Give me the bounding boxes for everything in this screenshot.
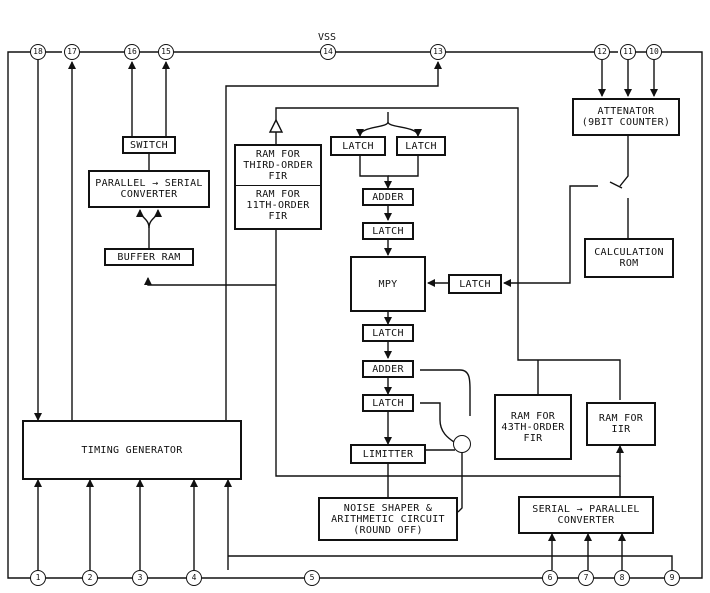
pin-8: 8 (614, 570, 630, 586)
ram-eleventh-order-fir: RAM FOR 11TH-ORDER FIR (246, 189, 310, 222)
ram-fir-block: RAM FOR THIRD-ORDER FIR RAM FOR 11TH-ORD… (234, 144, 322, 230)
pin-11: 11 (620, 44, 636, 60)
ram-third-order-fir: RAM FOR THIRD-ORDER FIR (236, 146, 320, 186)
adder-1: ADDER (362, 188, 414, 206)
buffer-ram-block: BUFFER RAM (104, 248, 194, 266)
pin-10: 10 (646, 44, 662, 60)
pin-5: 5 (304, 570, 320, 586)
vss-label: VSS (318, 32, 337, 43)
parallel-serial-converter: PARALLEL → SERIAL CONVERTER (88, 170, 210, 208)
latch-e: LATCH (362, 394, 414, 412)
adder-2: ADDER (362, 360, 414, 378)
pin-6: 6 (542, 570, 558, 586)
calculation-rom-block: CALCULATION ROM (584, 238, 674, 278)
noise-shaper-block: NOISE SHAPER & ARITHMETIC CIRCUIT (ROUND… (318, 497, 458, 541)
summing-junction (453, 435, 471, 453)
switch-block: SWITCH (122, 136, 176, 154)
limitter-block: LIMITTER (350, 444, 426, 464)
pin-18: 18 (30, 44, 46, 60)
pin-7: 7 (578, 570, 594, 586)
pin-9: 9 (664, 570, 680, 586)
ram-iir-block: RAM FOR IIR (586, 402, 656, 446)
pin-17: 17 (64, 44, 80, 60)
latch-a: LATCH (330, 136, 386, 156)
latch-b: LATCH (396, 136, 446, 156)
pin-4: 4 (186, 570, 202, 586)
pin-2: 2 (82, 570, 98, 586)
pin-3: 3 (132, 570, 148, 586)
pin-13: 13 (430, 44, 446, 60)
ram-43th-order-fir-block: RAM FOR 43TH-ORDER FIR (494, 394, 572, 460)
pin-16: 16 (124, 44, 140, 60)
latch-mpy: LATCH (448, 274, 502, 294)
attenator-block: ATTENATOR (9BIT COUNTER) (572, 98, 680, 136)
pin-15: 15 (158, 44, 174, 60)
serial-parallel-converter: SERIAL → PARALLEL CONVERTER (518, 496, 654, 534)
pin-1: 1 (30, 570, 46, 586)
latch-d: LATCH (362, 324, 414, 342)
pin-12: 12 (594, 44, 610, 60)
timing-generator-block: TIMING GENERATOR (22, 420, 242, 480)
latch-c: LATCH (362, 222, 414, 240)
mpy-block: MPY (350, 256, 426, 312)
pin-14: 14 (320, 44, 336, 60)
